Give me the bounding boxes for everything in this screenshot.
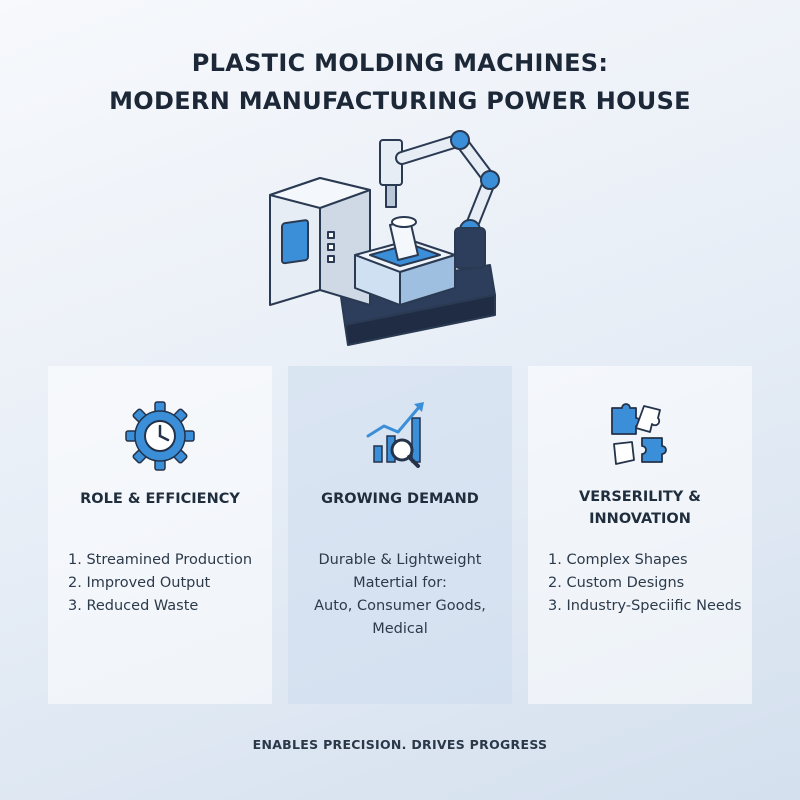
card-heading-line-1: VERSERILITY & — [579, 489, 701, 505]
list-item: 3. Industry-Speciific Needs — [548, 598, 742, 614]
title-line-2: MODERN MANUFACTURING POWER HOUSE — [109, 87, 691, 115]
card-description: Durable & Lightweight Matertial for: Aut… — [288, 549, 512, 641]
footer-tagline: ENABLES PRECISION. DRIVES PROGRESS — [252, 737, 548, 752]
description-line: Durable & Lightweight — [318, 552, 482, 568]
page-title: PLASTIC MOLDING MACHINES: MODERN MANUFAC… — [0, 44, 800, 120]
card-list: 1. Streamined Production 2. Improved Out… — [48, 549, 272, 618]
description-line: Matertial for: — [353, 575, 447, 591]
card-versatility-innovation: VERSERILITY & INNOVATION 1. Complex Shap… — [528, 366, 752, 704]
title-line-1: PLASTIC MOLDING MACHINES: — [191, 49, 609, 77]
card-heading: VERSERILITY & INNOVATION — [528, 486, 752, 530]
list-item: 2. Custom Designs — [548, 575, 685, 591]
list-item: 1. Complex Shapes — [548, 552, 688, 568]
list-item: 3. Reduced Waste — [68, 598, 199, 614]
description-line: Auto, Consumer Goods, — [314, 598, 486, 614]
card-heading: ROLE & EFFICIENCY — [80, 491, 240, 507]
card-list: 1. Complex Shapes 2. Custom Designs 3. I… — [528, 549, 752, 618]
gear-clock-icon — [125, 401, 195, 471]
injection-molding-machine-illustration — [269, 130, 500, 346]
card-growing-demand: GROWING DEMAND Durable & Lightweight Mat… — [288, 366, 512, 704]
card-heading-line-2: INNOVATION — [589, 511, 691, 527]
card-role-efficiency: ROLE & EFFICIENCY 1. Streamined Producti… — [48, 366, 272, 704]
description-line: Medical — [372, 621, 428, 637]
card-heading: GROWING DEMAND — [321, 491, 479, 507]
puzzle-pieces-icon — [611, 403, 667, 465]
list-item: 2. Improved Output — [68, 575, 211, 591]
list-item: 1. Streamined Production — [68, 552, 253, 568]
growth-chart-magnifier-icon — [366, 402, 424, 468]
